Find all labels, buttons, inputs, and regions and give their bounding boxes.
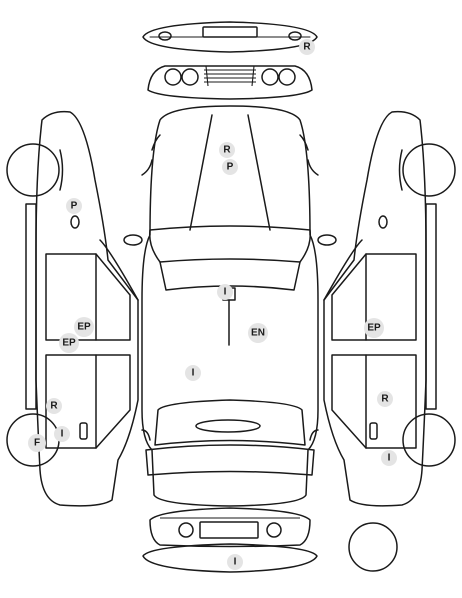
marker-left-door-ep[interactable]: EP <box>74 317 94 337</box>
marker-right-rear-r[interactable]: R <box>377 391 393 407</box>
marker-hood-i[interactable]: I <box>217 284 233 300</box>
marker-left-side-p[interactable]: P <box>66 198 82 214</box>
rear-bumper[interactable] <box>142 21 318 53</box>
svg-text:R: R <box>303 42 311 53</box>
marker-front-bumper-i[interactable]: I <box>227 554 243 570</box>
svg-text:P: P <box>71 201 78 212</box>
marker-right-wheel-i[interactable]: I <box>381 450 397 466</box>
svg-text:EP: EP <box>77 322 91 333</box>
marker-roof-p[interactable]: P <box>222 159 238 175</box>
svg-text:R: R <box>50 401 58 412</box>
svg-text:I: I <box>388 453 391 464</box>
front-view[interactable] <box>149 507 311 548</box>
left-side-view[interactable] <box>6 110 139 507</box>
spare-wheel[interactable] <box>348 522 398 572</box>
svg-text:R: R <box>223 145 231 156</box>
marker-right-door-ep[interactable]: EP <box>364 318 384 338</box>
svg-text:EN: EN <box>251 328 265 339</box>
svg-text:I: I <box>61 429 64 440</box>
rear-view[interactable] <box>147 65 313 100</box>
front-bumper[interactable] <box>142 543 318 573</box>
marker-left-rear-i[interactable]: I <box>54 426 70 442</box>
svg-text:R: R <box>381 394 389 405</box>
marker-rear-bumper-r[interactable]: R <box>299 39 315 55</box>
right-side-view[interactable] <box>323 110 456 507</box>
svg-text:I: I <box>192 368 195 379</box>
marker-engine-en[interactable]: EN <box>248 323 268 343</box>
svg-text:EP: EP <box>62 338 76 349</box>
marker-left-wheel-f[interactable]: F <box>28 434 46 452</box>
marker-left-rear-r[interactable]: R <box>46 398 62 414</box>
car-top-view[interactable] <box>123 105 337 507</box>
svg-text:I: I <box>234 557 237 568</box>
svg-text:P: P <box>227 162 234 173</box>
svg-text:F: F <box>34 438 40 449</box>
marker-left-door-ep-2[interactable]: EP <box>59 333 79 353</box>
svg-text:EP: EP <box>367 323 381 334</box>
marker-roof-r[interactable]: R <box>219 142 235 158</box>
svg-text:I: I <box>224 287 227 298</box>
marker-floor-i[interactable]: I <box>185 365 201 381</box>
